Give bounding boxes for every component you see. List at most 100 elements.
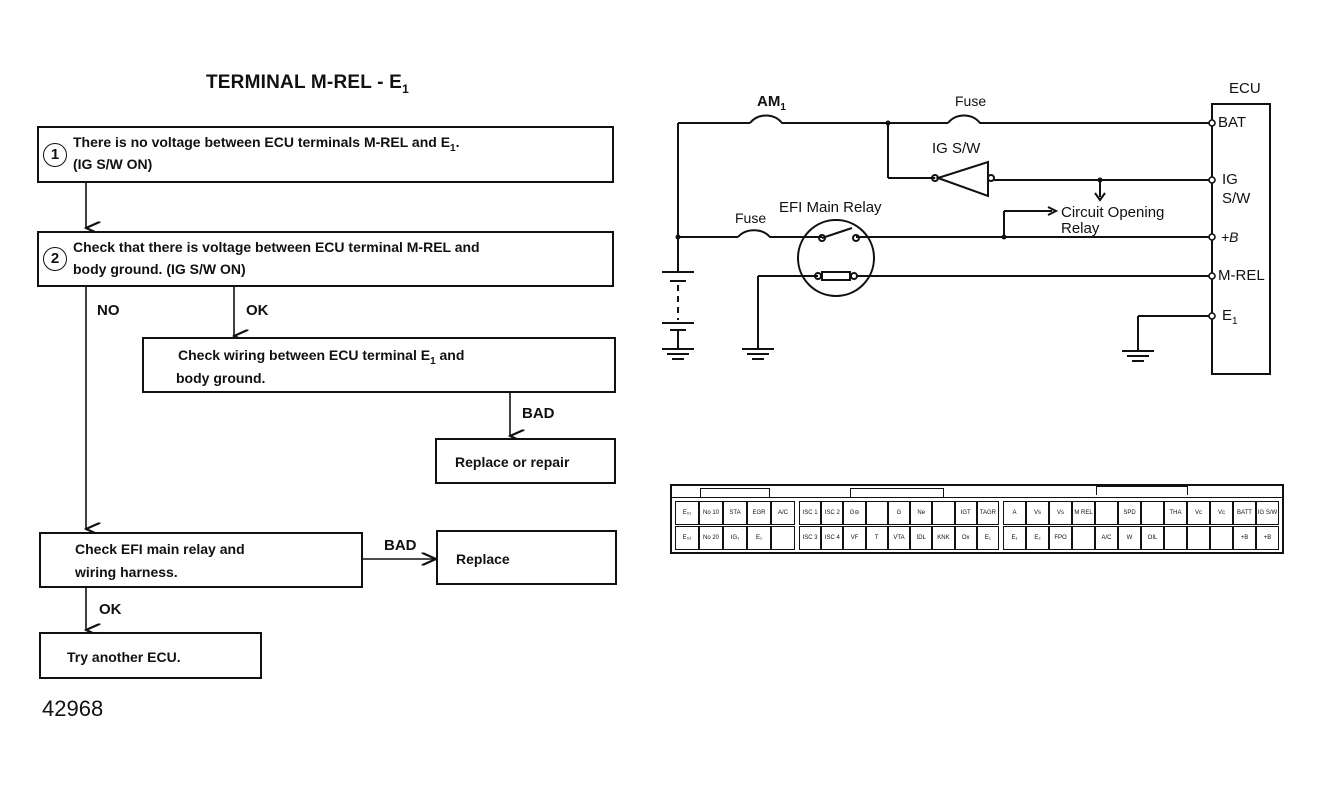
connector-pin: A: [1003, 501, 1026, 525]
connector-pin: [1072, 526, 1095, 550]
connector-pin: [1095, 501, 1118, 525]
step2-marker: 2: [43, 246, 67, 271]
check-relay-box: Check EFI main relay and wiring harness.: [39, 532, 363, 588]
connector-pin: VF: [843, 526, 866, 550]
fuse-mid-label: Fuse: [735, 210, 767, 226]
step1-line1-end: .: [455, 134, 460, 150]
title-subscript: 1: [402, 81, 409, 96]
efi-main-relay-label: EFI Main Relay: [779, 199, 882, 216]
connector-pin: SPD: [1118, 501, 1141, 525]
connector-pin: [1141, 501, 1164, 525]
connector-pin: E₂: [1026, 526, 1049, 550]
connector-pin: No 10: [699, 501, 723, 525]
terminal-ig-label-1: IG: [1222, 171, 1238, 188]
connector-pin: E₀₁: [675, 501, 699, 525]
connector-pin: ISC 2: [821, 501, 844, 525]
circuit-opening-relay-label-1: Circuit Opening: [1061, 204, 1165, 221]
connector-pin: [1187, 526, 1210, 550]
check-wiring-line1: Check wiring between ECU terminal E1 and: [178, 345, 464, 372]
label-ok-1: OK: [246, 302, 269, 319]
connector-pin: IDL: [910, 526, 933, 550]
connector-pin: Ne: [910, 501, 933, 525]
circuit-opening-relay-label-2: Relay: [1061, 220, 1100, 237]
connector-pin: No 20: [699, 526, 723, 550]
connector-pin: A/C: [1095, 526, 1118, 550]
connector-pin: E₁: [1003, 526, 1026, 550]
connector-pin: IGT: [954, 501, 977, 525]
check-wiring-line1-text: Check wiring between ECU terminal E: [178, 347, 431, 363]
label-no: NO: [97, 302, 120, 319]
check-relay-line1: Check EFI main relay and: [75, 541, 245, 557]
connector-pin: FPO: [1049, 526, 1072, 550]
connector-pin: [865, 501, 888, 525]
step2-line1: Check that there is voltage between ECU …: [73, 239, 480, 255]
step1-line2: (IG S/W ON): [73, 156, 153, 172]
am1-sub: 1: [780, 102, 786, 113]
connector-pin: OIL: [1141, 526, 1164, 550]
label-bad-2: BAD: [384, 537, 417, 554]
connector-pin: TAGR: [976, 501, 999, 525]
connector-pin: [1164, 526, 1187, 550]
step1-box: 1 There is no voltage between ECU termin…: [37, 126, 614, 183]
title-text: TERMINAL M-REL - E: [206, 72, 403, 93]
connector-pin: E₁: [747, 526, 771, 550]
connector-pin: STA: [723, 501, 747, 525]
fuse-top-label: Fuse: [955, 93, 987, 109]
step2-number: 2: [43, 247, 67, 271]
page-title: TERMINAL M-REL - E1: [206, 72, 409, 96]
terminal-bat-label: BAT: [1218, 114, 1247, 131]
replace-repair-text: Replace or repair: [455, 454, 570, 470]
connector-tab-1: [700, 488, 770, 497]
connector-pin: ISC 4: [821, 526, 844, 550]
connector-pin: BATT: [1233, 501, 1256, 525]
connector-pin: [932, 501, 955, 525]
label-ok-2: OK: [99, 601, 122, 618]
connector-pin: G⊖: [843, 501, 866, 525]
step1-number: 1: [43, 143, 67, 167]
connector-pin: W: [1118, 526, 1141, 550]
connector-pin: IG S/W: [1256, 501, 1279, 525]
check-wiring-line1-end: and: [435, 347, 465, 363]
am1-label: AM1: [757, 93, 786, 113]
check-relay-line2: wiring harness.: [75, 564, 178, 580]
connector-pin: EGR: [747, 501, 771, 525]
check-wiring-box: Check wiring between ECU terminal E1 and…: [142, 337, 616, 393]
figure-number: 42968: [42, 696, 104, 721]
step1-line1-sub: 1: [450, 142, 456, 154]
connector-pin: ISC 1: [799, 501, 822, 525]
terminal-e1-label: E1: [1222, 307, 1238, 327]
connector-tab-2: [850, 488, 944, 497]
replace-box: Replace: [436, 530, 617, 585]
connector-pin: [771, 526, 795, 550]
connector-pin: Vc: [1187, 501, 1210, 525]
connector-pin: [1210, 526, 1233, 550]
terminal-e1-text: E: [1222, 307, 1233, 324]
replace-repair-box: Replace or repair: [435, 438, 616, 484]
connector-pin: M REL: [1072, 501, 1095, 525]
terminal-ig-label-2: S/W: [1222, 190, 1251, 207]
connector-pin: THA: [1164, 501, 1187, 525]
step1-line1: There is no voltage between ECU terminal…: [73, 132, 460, 159]
connector-pin: E₁: [976, 526, 999, 550]
connector-pin: G: [887, 501, 911, 525]
connector-pin: Vs: [1026, 501, 1049, 525]
connector-pin: +B: [1256, 526, 1279, 550]
connector-top-rule: [672, 497, 1282, 498]
connector-pin: VTA: [887, 526, 911, 550]
check-wiring-line1-sub: 1: [430, 355, 436, 367]
connector-tab-3: [1096, 486, 1188, 495]
step2-box: 2 Check that there is voltage between EC…: [37, 231, 614, 287]
step1-line1-text: There is no voltage between ECU terminal…: [73, 134, 451, 150]
terminal-e1-sub: 1: [1232, 316, 1238, 327]
replace-text: Replace: [456, 551, 510, 567]
am1-text: AM: [757, 93, 781, 110]
connector-pin: +B: [1233, 526, 1256, 550]
label-bad-1: BAD: [522, 405, 555, 422]
step2-line2: body ground. (IG S/W ON): [73, 261, 246, 277]
connector-pin: ISC 3: [799, 526, 822, 550]
connector-pin: E₀₂: [675, 526, 699, 550]
connector-pin: IG₁: [723, 526, 747, 550]
connector-pin: KNK: [932, 526, 955, 550]
